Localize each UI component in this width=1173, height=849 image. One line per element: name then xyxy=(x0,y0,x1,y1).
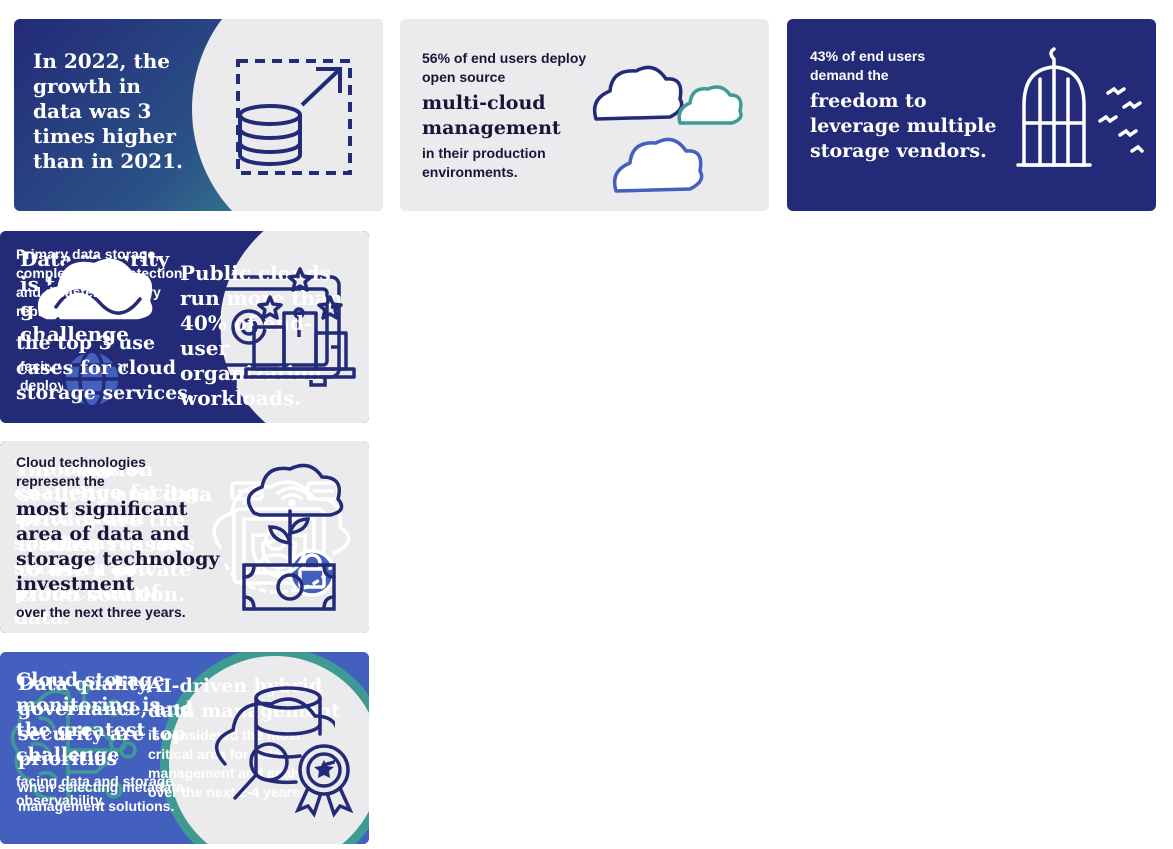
card-highlight: Information security and data privacy ar… xyxy=(18,457,213,606)
card-tail: is considered the most critical area for… xyxy=(148,727,327,800)
card-highlight: The biggest challenge facing multi-cloud… xyxy=(14,455,200,629)
cloud-money-plant-icon xyxy=(238,461,348,611)
stat-card-storage-monitoring: Cloud storage monitoring is the greatest… xyxy=(0,652,369,844)
stat-card-multi-cloud: 56% of end users deploy open source mult… xyxy=(400,19,769,211)
card-circle-bg xyxy=(220,231,369,423)
cloud-globe-icon xyxy=(28,247,163,412)
card-lead: Primary data storage, complete data prot… xyxy=(16,246,187,319)
card-tail: in their production environments. xyxy=(422,145,546,180)
card-highlight: Cloud storage monitoring is the greatest… xyxy=(16,669,165,766)
card-tail: over the next three years. xyxy=(16,604,186,620)
card-highlight: Data quality, governance, and security a… xyxy=(18,673,194,770)
card-highlight: the top 3 use cases for cloud storage se… xyxy=(16,332,195,404)
stat-card-storage-vendors: 43% of end users demand the freedom to l… xyxy=(787,19,1156,211)
data-growth-icon xyxy=(232,55,362,185)
birdcage-icon xyxy=(1012,45,1152,175)
stat-card-metadata-priorities: Data quality, governance, and security a… xyxy=(0,652,369,844)
card-circle-bg xyxy=(192,19,383,211)
card-lead: Cloud technologies represent the xyxy=(16,454,146,489)
stat-card-multi-cloud-challenge: The biggest challenge facing multi-cloud… xyxy=(0,441,369,633)
card-tail: facing data and storage observability. xyxy=(16,773,174,808)
ai-brain-circuit-icon xyxy=(10,678,150,818)
podium-stars-icon xyxy=(240,261,360,381)
stat-card-data-growth: In 2022, the growth in data was 3 times … xyxy=(14,19,383,211)
card-lead: 56% of end users deploy open source xyxy=(422,50,587,85)
stat-card-top-use-cases: Primary data storage, complete data prot… xyxy=(0,231,369,423)
cloud-search-icon xyxy=(205,688,335,808)
stat-card-public-clouds: Public clouds run more than 40% of end-u… xyxy=(0,231,369,423)
card-tail: when selecting metadata management solut… xyxy=(18,779,184,814)
card-highlight: most significant area of data and storag… xyxy=(16,498,220,595)
stat-card-tech-investment: Cloud technologies represent the most si… xyxy=(0,441,369,633)
card-highlight: multi-cloud management xyxy=(422,92,561,139)
multi-cloud-icon xyxy=(588,41,758,201)
card-headline: In 2022, the growth in data was 3 times … xyxy=(33,49,183,173)
card-lead: 43% of end users demand the xyxy=(810,48,926,83)
card-highlight: freedom to leverage multiple storage ven… xyxy=(810,90,997,162)
